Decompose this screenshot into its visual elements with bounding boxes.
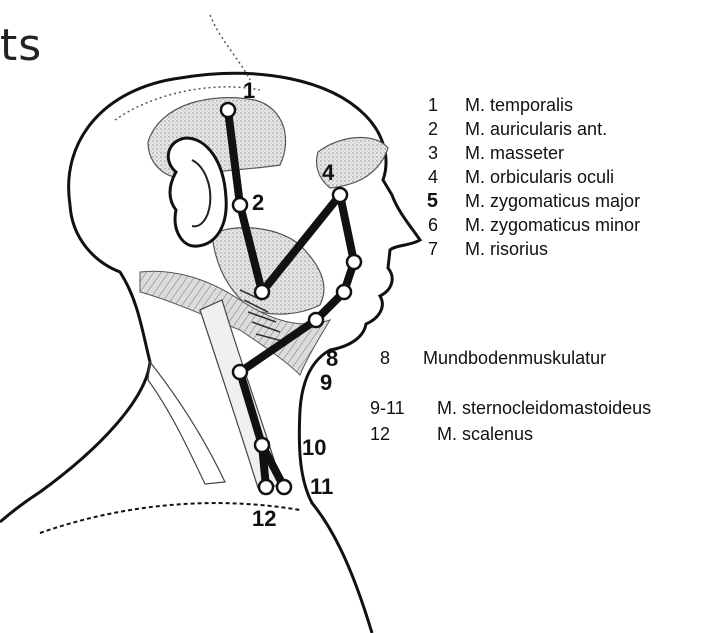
legend-name: M. masseter — [465, 143, 564, 164]
legend-item: 6 M. zygomaticus minor — [420, 215, 640, 236]
back-of-neck-outline — [0, 205, 150, 522]
scalenus-band — [148, 362, 225, 484]
legend-item: 12 M. scalenus — [370, 424, 533, 445]
legend-name: M. zygomaticus major — [465, 191, 640, 212]
legend-item: 8 Mundbodenmuskulatur — [380, 348, 606, 369]
figure-mark-12: 12 — [252, 506, 276, 531]
legend-name: M. zygomaticus minor — [465, 215, 640, 236]
figure-mark-10: 10 — [302, 435, 326, 460]
legend-item: 7 M. risorius — [420, 239, 548, 260]
legend-num: 7 — [420, 239, 438, 260]
figure-mark-1: 1 — [243, 78, 255, 103]
legend-item: 9-11 M. sternocleidomastoideus — [370, 398, 651, 419]
legend-item: 4 M. orbicularis oculi — [420, 167, 614, 188]
legend-name: M. risorius — [465, 239, 548, 260]
figure-mark-11: 11 — [310, 474, 333, 499]
legend-num: 12 — [370, 424, 410, 445]
legend-item: 1 M. temporalis — [420, 95, 573, 116]
legend-num: 4 — [420, 167, 438, 188]
legend-num: 9-11 — [370, 398, 410, 419]
figure-mark-8: 8 — [326, 346, 338, 371]
legend-num: 2 — [420, 119, 438, 140]
legend-num: 1 — [420, 95, 438, 116]
legend-name: M. auricularis ant. — [465, 119, 607, 140]
legend-name: M. orbicularis oculi — [465, 167, 614, 188]
figure-mark-9: 9 — [320, 370, 332, 395]
legend-name: M. scalenus — [437, 424, 533, 445]
legend-num: 8 — [380, 348, 390, 369]
legend-num: 3 — [420, 143, 438, 164]
legend-item: 2 M. auricularis ant. — [420, 119, 607, 140]
figure-mark-4: 4 — [322, 160, 335, 185]
legend-item: 3 M. masseter — [420, 143, 564, 164]
legend-num: 5 — [420, 190, 438, 213]
legend-name: M. temporalis — [465, 95, 573, 116]
legend-item: 5 M. zygomaticus major — [420, 190, 640, 213]
figure-mark-2: 2 — [252, 190, 264, 215]
legend-num: 6 — [420, 215, 438, 236]
legend-name: M. sternocleidomastoideus — [437, 398, 651, 419]
legend-name: Mundbodenmuskulatur — [423, 348, 606, 369]
